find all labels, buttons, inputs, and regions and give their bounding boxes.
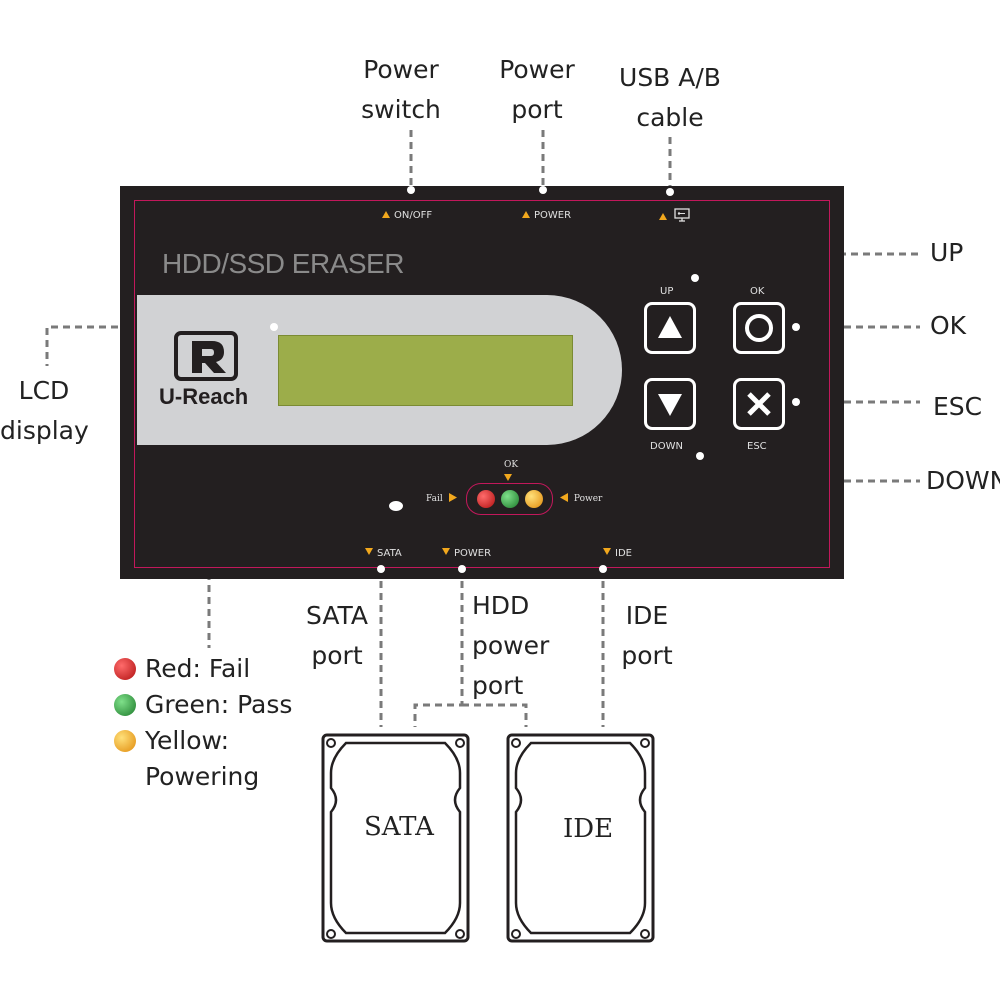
- esc-callout: ESC: [933, 392, 983, 421]
- legend-red-label: Red: Fail: [145, 654, 251, 683]
- legend-powering-label: Powering: [145, 762, 260, 791]
- dot-ok: [792, 323, 800, 331]
- legend-yellow-label: Yellow:: [145, 726, 230, 755]
- up-button-label: UP: [660, 286, 674, 297]
- dot-esc: [792, 398, 800, 406]
- legend-yellow-dot: [114, 730, 136, 752]
- led-red: [477, 490, 495, 508]
- on-off-port-label: ON/OFF: [382, 210, 432, 221]
- brand-name: U-Reach: [159, 384, 249, 409]
- dot-lcd: [270, 323, 278, 331]
- sata-drive: [321, 733, 470, 943]
- esc-button-label: ESC: [747, 441, 767, 452]
- sata-port-callout: SATA port: [306, 601, 368, 670]
- legend-red-dot: [114, 658, 136, 680]
- dot-power-switch: [407, 186, 415, 194]
- u-reach-logo-icon: [174, 331, 238, 381]
- circle-icon: [745, 314, 773, 342]
- sata-port-label: SATA: [365, 548, 402, 559]
- sata-drive-label: SATA: [364, 812, 434, 842]
- leader-hdd-power: [413, 569, 464, 727]
- front-face: U-Reach: [137, 295, 622, 445]
- legend-green-dot: [114, 694, 136, 716]
- usb-port-label: [659, 208, 690, 223]
- ok-button[interactable]: [733, 302, 785, 354]
- dot-up: [691, 274, 699, 282]
- dot-down: [696, 452, 704, 460]
- ide-drive-label: IDE: [563, 814, 614, 844]
- up-callout: UP: [930, 238, 964, 267]
- led-fail-label: Fail: [426, 493, 457, 504]
- up-arrow-icon: [659, 213, 667, 220]
- power-port-callout: Power port: [499, 55, 575, 124]
- dot-hdd-power: [458, 565, 466, 573]
- down-callout: DOWN: [926, 466, 1000, 495]
- down-button-label: DOWN: [650, 441, 683, 452]
- dot-led: [389, 501, 403, 511]
- led-green: [501, 490, 519, 508]
- hdd-power-port-label: POWER: [442, 548, 491, 559]
- usb-cable-callout: USB A/B cable: [619, 63, 721, 132]
- usb-computer-icon: [674, 208, 690, 222]
- ok-arrow-icon: [504, 474, 512, 481]
- ide-port-callout: IDE port: [621, 601, 673, 670]
- left-arrow-icon: [560, 493, 568, 502]
- legend-green-label: Green: Pass: [145, 690, 293, 719]
- triangle-down-icon: [658, 394, 682, 416]
- up-button[interactable]: [644, 302, 696, 354]
- down-arrow-icon: [603, 548, 611, 555]
- power-switch-callout: Power switch: [361, 55, 441, 124]
- down-arrow-icon: [365, 548, 373, 555]
- ide-port-label: IDE: [603, 548, 632, 559]
- dot-power-port: [539, 186, 547, 194]
- leader-hdd-power-ide: [462, 703, 528, 727]
- ok-callout: OK: [930, 311, 967, 340]
- triangle-up-icon: [658, 316, 682, 338]
- ok-button-label: OK: [750, 286, 765, 297]
- lcd-display: [278, 335, 573, 406]
- led-yellow: [525, 490, 543, 508]
- led-power-label: Power: [560, 493, 602, 504]
- up-arrow-icon: [382, 211, 390, 218]
- ide-drive: [506, 733, 655, 943]
- panel-border: [134, 200, 830, 568]
- power-port-label: POWER: [522, 210, 571, 221]
- hdd-power-port-callout: HDD power port: [472, 591, 550, 700]
- led-ok-label: OK: [504, 460, 519, 470]
- lcd-display-callout: LCD display: [0, 376, 89, 445]
- esc-button[interactable]: [733, 378, 785, 430]
- led-legend: Red: Fail Green: Pass Yellow: Powering: [112, 650, 312, 800]
- up-arrow-icon: [522, 211, 530, 218]
- device-title: HDD/SSD ERASER: [162, 248, 404, 279]
- dot-ide: [599, 565, 607, 573]
- down-arrow-icon: [442, 548, 450, 555]
- dot-usb: [666, 188, 674, 196]
- right-arrow-icon: [448, 493, 457, 502]
- eraser-device-panel: ON/OFF POWER HDD/SSD ERASER U-Reach UP O…: [120, 186, 844, 579]
- x-close-icon: [747, 392, 771, 416]
- dot-sata: [377, 565, 385, 573]
- down-button[interactable]: [644, 378, 696, 430]
- led-frame: [466, 483, 553, 515]
